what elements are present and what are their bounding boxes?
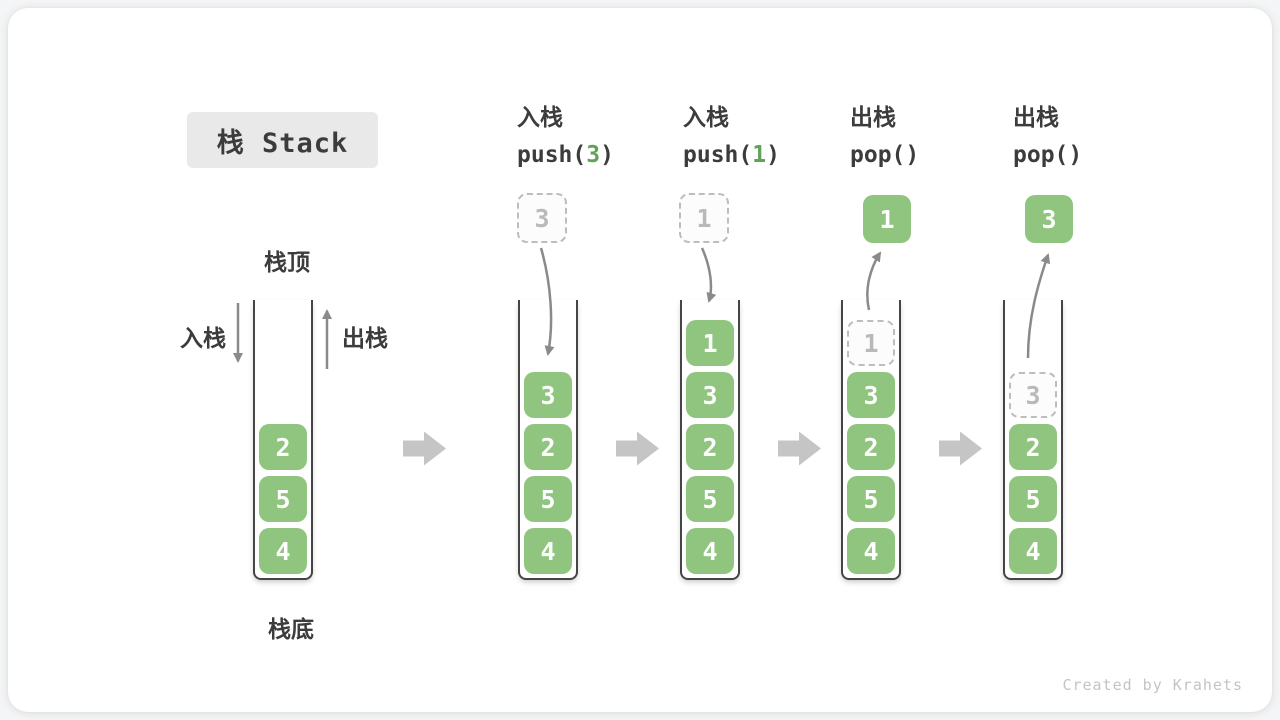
page-title-label: 栈 Stack [216, 127, 349, 159]
op-code: pop() [1013, 142, 1083, 168]
floating-value-box: 1 [679, 193, 729, 243]
stack-item: 5 [1009, 476, 1057, 522]
op-code: pop() [850, 142, 920, 168]
stack-item-ghost: 3 [1009, 372, 1057, 418]
stack-top-label: 栈顶 [264, 249, 310, 275]
stack-item: 2 [686, 424, 734, 470]
page-title: 栈 Stack [187, 112, 378, 168]
stack-item: 5 [686, 476, 734, 522]
stack-item: 4 [1009, 528, 1057, 574]
stack-item: 1 [686, 320, 734, 366]
op-label-push-1: 入栈 push(1) [683, 102, 780, 170]
pop-legend-label: 出栈 [342, 325, 388, 351]
stack-item: 5 [259, 476, 307, 522]
op-name: 入栈 [683, 104, 729, 130]
stack-item: 3 [524, 372, 572, 418]
floating-value-box: 3 [1025, 195, 1073, 243]
stack-item: 3 [847, 372, 895, 418]
stack-item: 5 [524, 476, 572, 522]
op-label-push-3: 入栈 push(3) [517, 102, 614, 170]
op-name: 出栈 [1013, 104, 1059, 130]
stack-item: 2 [847, 424, 895, 470]
op-label-pop-second: 出栈 pop() [1013, 102, 1082, 170]
stack-item: 4 [847, 528, 895, 574]
stack-item: 4 [686, 528, 734, 574]
floating-value-box: 1 [863, 195, 911, 243]
op-code: push(1) [683, 142, 780, 168]
op-code: push(3) [517, 142, 614, 168]
op-name: 入栈 [517, 104, 563, 130]
push-legend-label: 入栈 [180, 325, 226, 351]
stack-item: 3 [686, 372, 734, 418]
op-code-arg: 1 [752, 142, 767, 168]
op-code-arg: 3 [586, 142, 601, 168]
stack-item: 4 [524, 528, 572, 574]
stack-item: 5 [847, 476, 895, 522]
floating-value-box: 3 [517, 193, 567, 243]
stack-item: 4 [259, 528, 307, 574]
op-label-pop-first: 出栈 pop() [850, 102, 919, 170]
op-name: 出栈 [850, 104, 896, 130]
stack-item-ghost: 1 [847, 320, 895, 366]
stack-item: 2 [259, 424, 307, 470]
stack-item: 2 [1009, 424, 1057, 470]
stack-item: 2 [524, 424, 572, 470]
stack-bottom-label: 栈底 [268, 616, 314, 642]
watermark: Created by Krahets [1062, 676, 1243, 694]
